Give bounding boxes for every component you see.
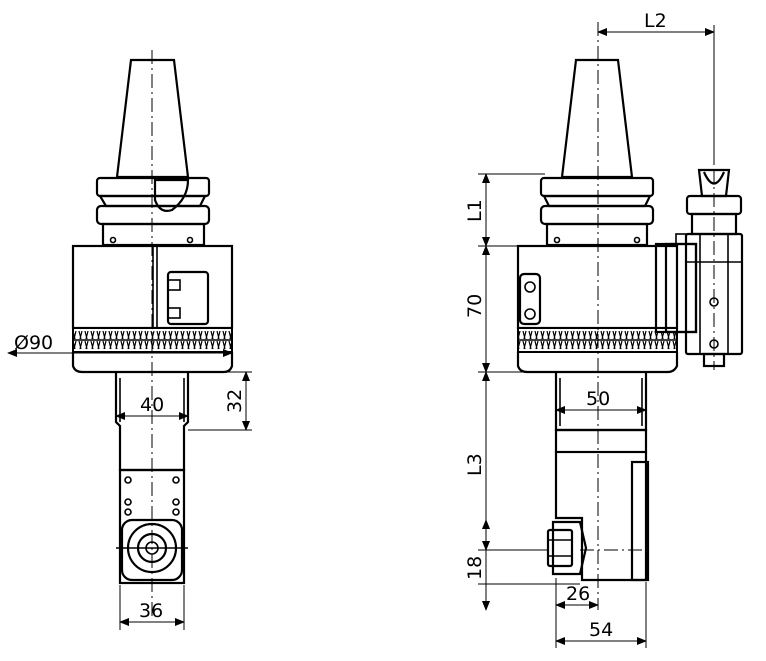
front-view: Ø90 40 32 36 [7,50,252,630]
side-head [554,452,648,582]
dim-l3: L3 [464,453,486,476]
dim-width-36: 36 [139,600,163,622]
dim-l1: L1 [464,199,486,222]
dim-width-26: 26 [566,583,590,605]
front-flange-top [95,176,211,198]
dim-diameter-90: Ø90 [14,332,53,354]
dim-height-18: 18 [464,556,486,580]
dim-width-54: 54 [589,619,613,641]
side-view: L2 L1 70 L3 18 50 26 54 [464,10,744,648]
dim-height-70: 70 [464,294,486,318]
front-flange-lower [95,204,211,226]
dim-width-40: 40 [140,394,164,416]
dim-l2: L2 [644,10,667,32]
dim-width-50: 50 [586,388,610,410]
dim-height-32: 32 [224,389,246,413]
side-taper [560,58,634,179]
